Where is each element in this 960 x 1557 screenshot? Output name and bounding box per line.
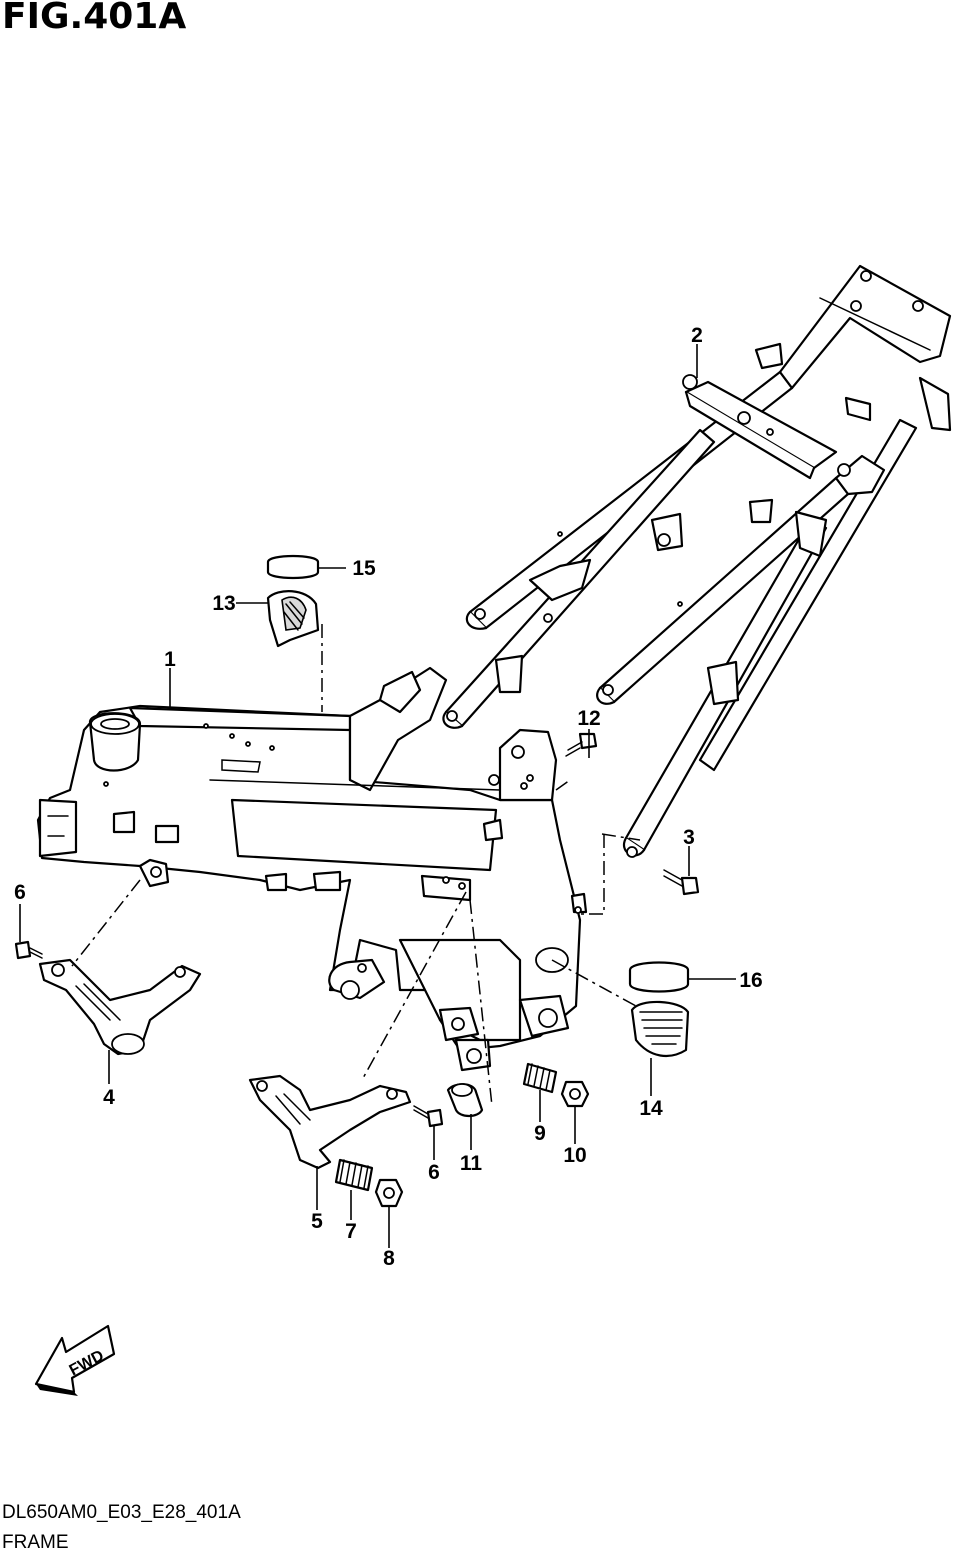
part-9-spring — [522, 1062, 558, 1094]
diagram-name: FRAME — [2, 1532, 69, 1553]
fwd-arrow-icon: FWD — [34, 1324, 116, 1396]
callout-12: 12 — [577, 707, 600, 730]
callout-labels: 1 2 3 4 5 6 6 7 8 9 10 11 12 13 14 15 16 — [14, 324, 763, 1270]
part-4-bracket — [38, 958, 202, 1056]
callout-14: 14 — [639, 1097, 663, 1120]
part-10-nut — [560, 1080, 590, 1108]
part-11-collar — [446, 1083, 484, 1118]
callout-16: 16 — [739, 969, 762, 992]
rear-subframe — [442, 264, 952, 858]
callout-5: 5 — [311, 1210, 323, 1233]
callout-15: 15 — [352, 557, 376, 580]
callout-11: 11 — [460, 1152, 483, 1175]
callout-2: 2 — [691, 324, 703, 347]
main-frame — [36, 666, 588, 1072]
part-15-cap — [266, 554, 320, 580]
callout-8: 8 — [383, 1247, 395, 1270]
part-5-bracket — [248, 1074, 412, 1170]
part-3-bolt — [663, 869, 700, 896]
part-14-cover — [630, 1000, 690, 1058]
diagram-code: DL650AM0_E03_E28_401A — [2, 1502, 241, 1523]
callout-4: 4 — [103, 1086, 115, 1109]
part-8-nut — [374, 1178, 404, 1208]
callout-9: 9 — [534, 1122, 546, 1145]
part-6-bolt-left — [14, 940, 43, 960]
part-13-cover — [266, 590, 320, 648]
callout-3: 3 — [683, 826, 695, 849]
part-6-bolt-right — [413, 1105, 444, 1128]
part-7-spring — [334, 1158, 374, 1192]
callout-13: 13 — [212, 592, 235, 615]
figure-title: FIG.401A — [2, 0, 187, 37]
part-12-bolt — [565, 732, 598, 757]
leader-lines — [19, 344, 736, 1248]
callout-10: 10 — [563, 1144, 586, 1167]
callout-1: 1 — [164, 648, 176, 671]
callout-7: 7 — [345, 1220, 357, 1243]
part-16-cap — [628, 961, 690, 993]
callout-6-right: 6 — [428, 1161, 440, 1184]
callout-6-left: 6 — [14, 881, 26, 904]
centerlines — [71, 624, 641, 1107]
